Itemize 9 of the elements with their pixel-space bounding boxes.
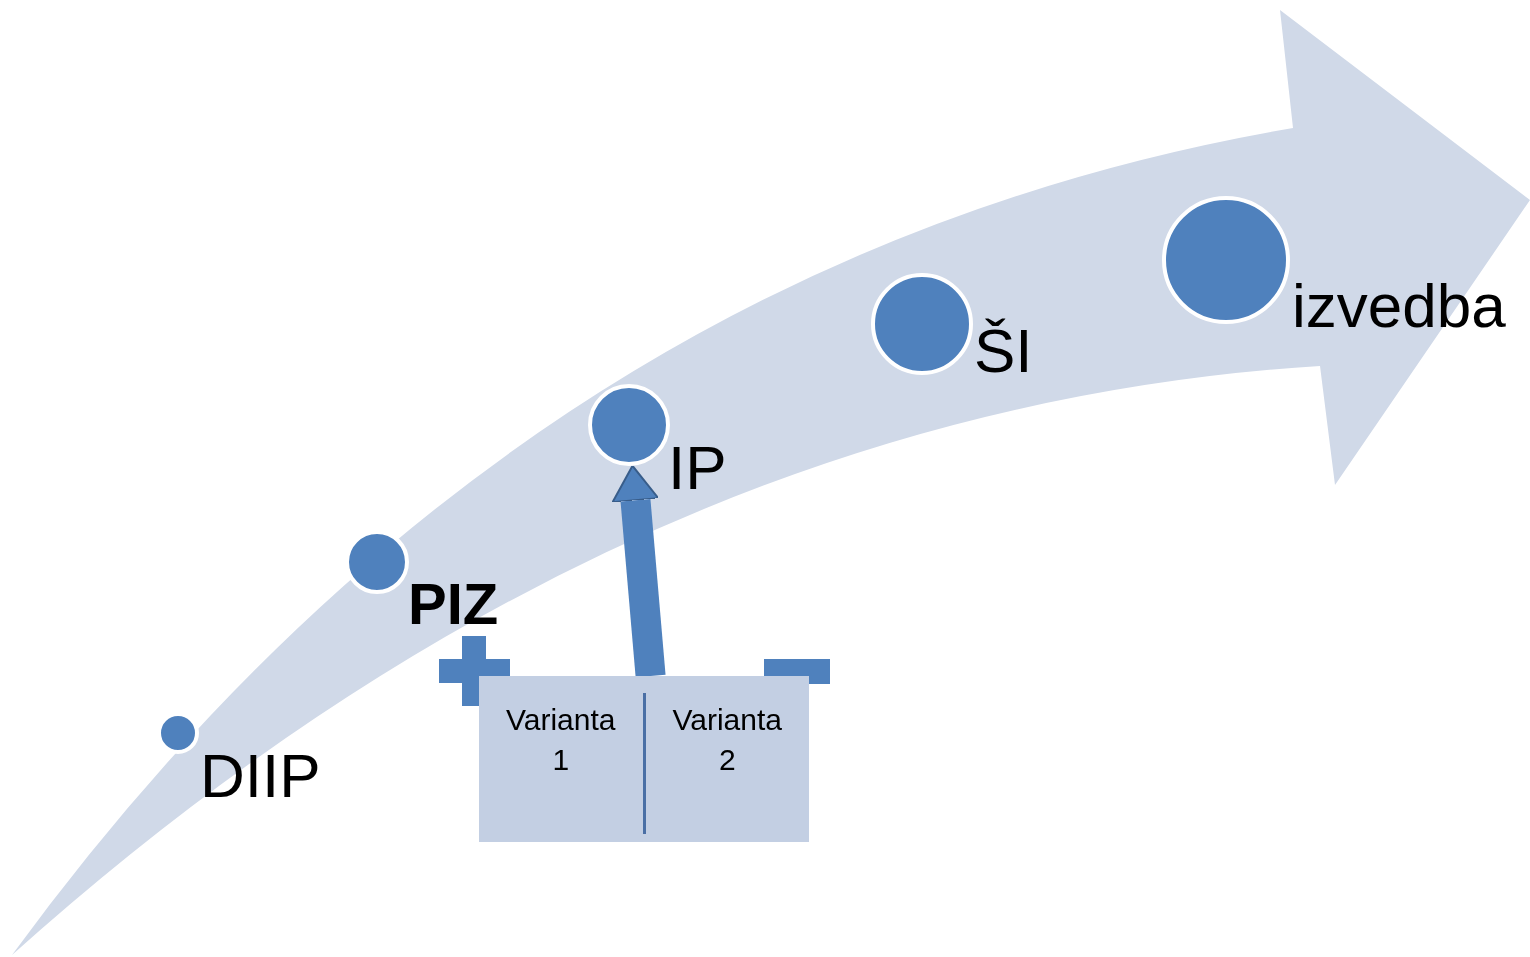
variant-label: Varianta 2 [671,702,783,778]
block-arrow [611,464,666,678]
milestone-label: IP [668,437,727,499]
variant-box [479,676,809,842]
milestone-label: PIZ [408,575,499,633]
variant-label: Varianta 1 [505,702,617,778]
milestone-label: ŠI [974,320,1033,382]
milestone-label: izvedba [1292,275,1506,337]
milestone-label: DIIP [200,745,321,807]
